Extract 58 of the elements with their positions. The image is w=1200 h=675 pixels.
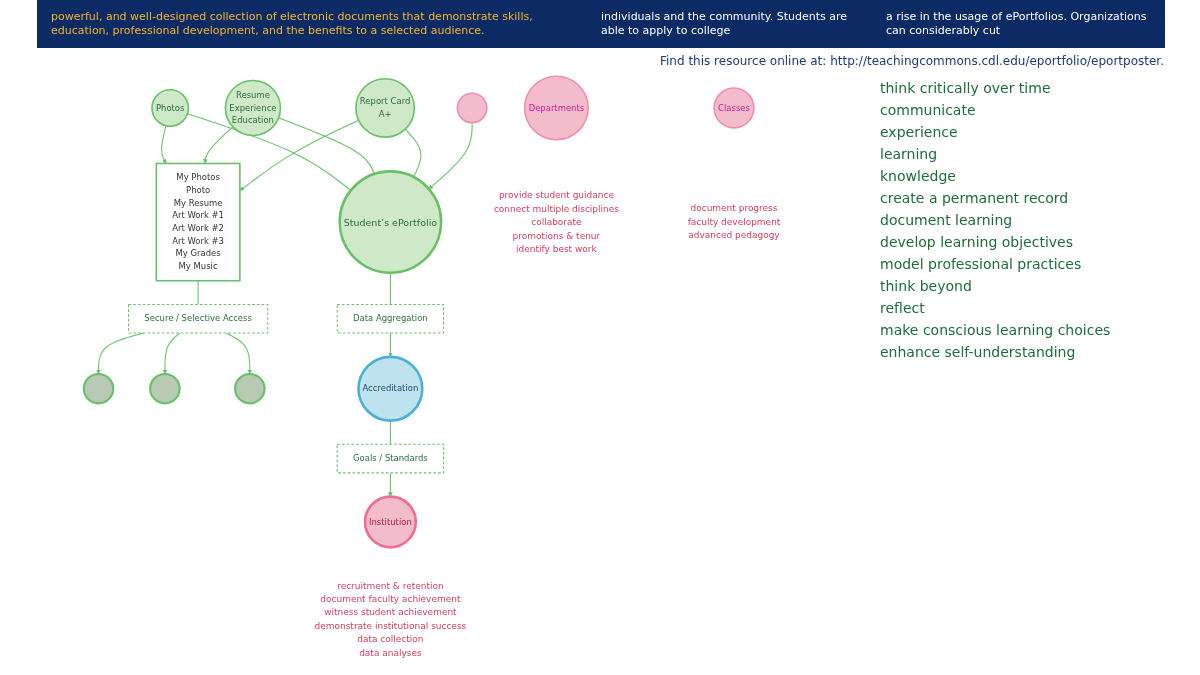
benefit-phrase: enhance self-understanding bbox=[880, 344, 1077, 360]
arrow bbox=[162, 332, 181, 375]
node-circle: Report Card A+ bbox=[355, 77, 416, 138]
node-label: demonstrate institutional success bbox=[314, 620, 467, 632]
arrow bbox=[428, 122, 473, 190]
node-circle: Departments bbox=[523, 75, 589, 141]
benefit-phrase: learning bbox=[880, 146, 939, 162]
resource-link-text: Find this resource online at: http://teachingcommons.cdl.edu/eportfolio/eportposter. bbox=[660, 54, 1164, 68]
connector bbox=[197, 280, 199, 306]
benefit-phrase: document learning bbox=[880, 212, 1014, 228]
benefit-phrase: model professional practices bbox=[880, 256, 1083, 272]
node-box: Data Aggregation bbox=[336, 304, 445, 334]
node-circle: Photos bbox=[151, 88, 190, 127]
node-label: promotions & tenur bbox=[512, 229, 601, 241]
benefit-phrase: make conscious learning choices bbox=[880, 322, 1112, 338]
arrow bbox=[388, 472, 393, 497]
node-label: witness student achievement bbox=[324, 607, 457, 618]
node-label: faculty development bbox=[687, 216, 781, 227]
banner-text: powerful, and well-designed collection of electronic documents that demonstrate skills, education, professional development, and the benefits to a selected audience. bbox=[51, 10, 534, 38]
node-circle: Resume Experience Education bbox=[224, 79, 282, 137]
benefit-phrase: reflect bbox=[880, 300, 926, 316]
arrow bbox=[161, 125, 167, 164]
banner-text: a rise in the usage of ePortfolios. Organizations can considerably cut bbox=[886, 10, 1148, 38]
benefit-phrase: create a permanent record bbox=[880, 190, 1070, 206]
node-label: recruitment & retention bbox=[337, 580, 444, 591]
node-box: Goals / Standards bbox=[336, 443, 445, 474]
node-circle bbox=[234, 372, 266, 405]
node-label: document progress bbox=[690, 202, 778, 214]
benefit-phrase: knowledge bbox=[880, 168, 957, 184]
benefit-phrase: experience bbox=[880, 124, 959, 140]
node-box: My Photos Photo My Resume Art Work #1 Art Work #2 Art Work #3 My Grades My Music bbox=[155, 162, 241, 282]
node-label: provide student guidance bbox=[498, 189, 614, 201]
node-circle: Institution bbox=[363, 495, 418, 549]
node-circle: Accreditation bbox=[357, 355, 424, 422]
arrow bbox=[239, 119, 360, 191]
node-box: Secure / Selective Access bbox=[127, 304, 269, 334]
benefit-phrase: communicate bbox=[880, 102, 977, 118]
node-circle: Classes bbox=[713, 87, 755, 129]
node-label: data collection bbox=[357, 633, 424, 645]
node-label: connect multiple disciplines bbox=[493, 202, 619, 214]
node-circle: Student’s ePortfolio bbox=[338, 170, 443, 275]
benefit-phrase: think critically over time bbox=[880, 80, 1052, 96]
banner-text: individuals and the community. Students are able to apply to college bbox=[601, 10, 849, 38]
connector bbox=[389, 272, 391, 306]
node-circle bbox=[149, 372, 181, 405]
node-label: data analyses bbox=[359, 647, 422, 658]
node-label: document faculty achievement bbox=[320, 593, 461, 605]
connector bbox=[389, 420, 391, 445]
node-circle bbox=[82, 372, 115, 405]
benefit-phrase: think beyond bbox=[880, 278, 973, 294]
node-label: advanced pedagogy bbox=[688, 229, 780, 241]
connector bbox=[404, 128, 422, 178]
node-label: identify best work bbox=[516, 243, 597, 254]
arrow bbox=[203, 126, 234, 164]
node-circle bbox=[456, 92, 488, 124]
node-label: collaborate bbox=[531, 216, 582, 227]
connector bbox=[278, 117, 375, 175]
benefit-phrase: develop learning objectives bbox=[880, 234, 1074, 250]
